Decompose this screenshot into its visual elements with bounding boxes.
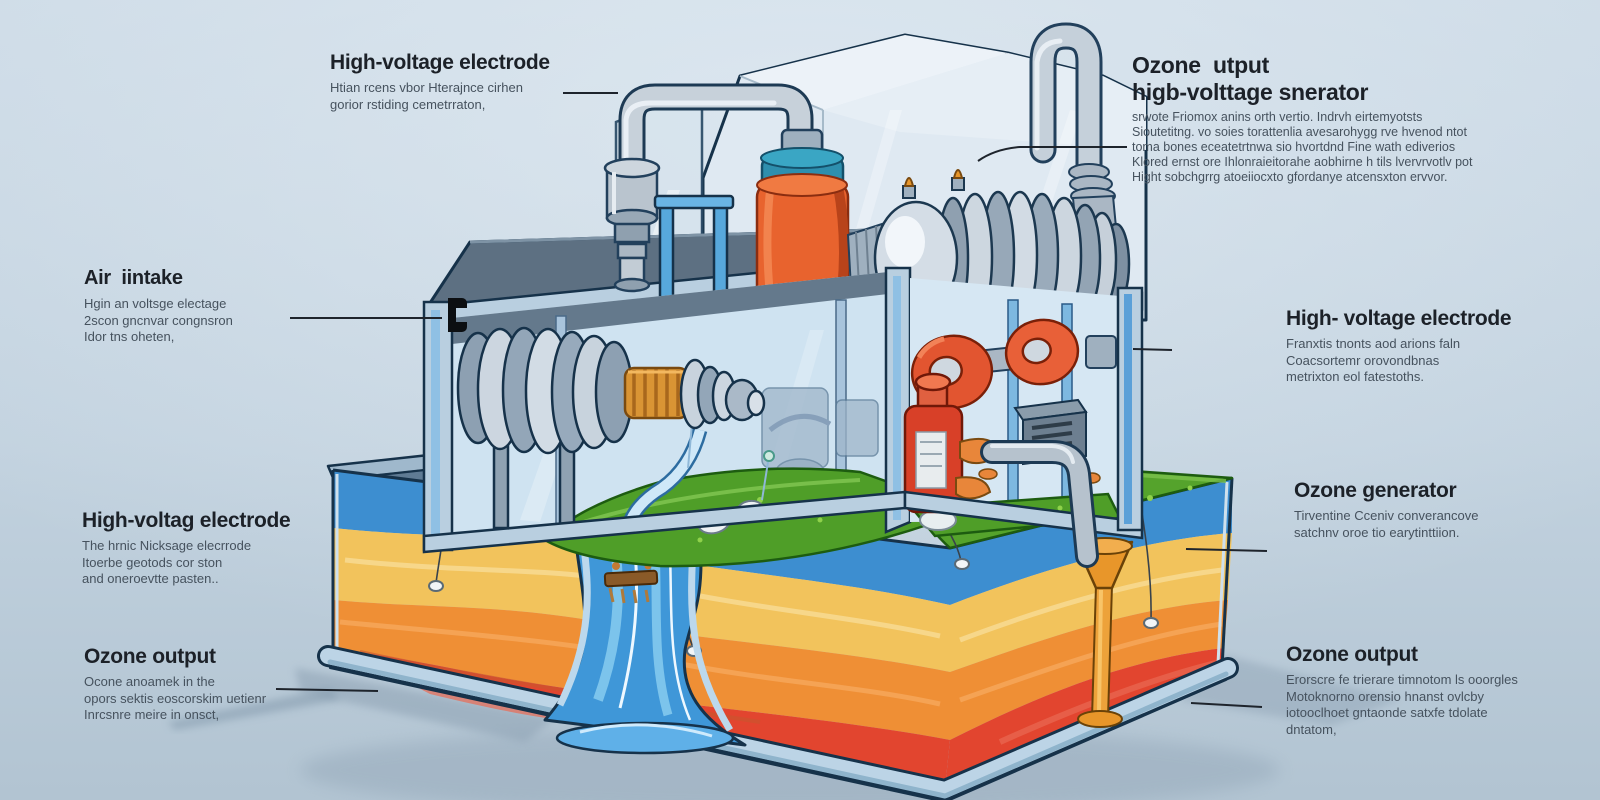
extinguisher-canister [903,372,1002,514]
label-title: Ozone generator [1294,479,1457,502]
cascade-debris [603,562,659,604]
label-body: The hrnic Nicksage elecrrode Itoerbe geo… [82,538,252,586]
machine-box [422,266,1144,568]
tank-foot-rim [317,645,1239,800]
label-body: Tirventine Cceniv converancove satchnv o… [1294,508,1479,540]
copper-coil [623,366,690,420]
leader-mid-right [1132,348,1173,351]
ozone-down-pipe [980,440,1099,568]
intake-pipe [618,83,814,194]
label-air-intake: Air iintake Hgin an voltsge electage 2sc… [84,266,344,346]
water-cascade [543,533,747,755]
label-high-voltag-electrode-left: High-voltag electrode The hrnic Nicksage… [82,508,372,588]
label-body: srwote Friomox anins orth vertio. Indrvh… [1132,110,1473,184]
label-title: High- voltage electrode [1286,307,1512,330]
ozone-funnel [1076,537,1134,728]
label-high-voltage-electrode-right: High- voltage electrode Franxtis tnonts … [1286,306,1586,386]
label-title: High-voltag electrode [82,509,291,532]
spark-plug [902,169,965,199]
label-title: Ozone utput higb-volttage snerator [1132,52,1369,105]
label-body: Ocone anoamek in the opors sektis eoscor… [84,674,267,722]
label-ozone-output-generator: Ozone utput higb-volttage snerator srwot… [1132,52,1582,185]
air-intake-port [448,298,467,332]
label-ozone-generator: Ozone generator Tirventine Cceniv conver… [1294,478,1574,541]
label-body: Erorscre fe trierare timnotom ls ooorgle… [1286,672,1518,737]
leader-top-right [977,146,1127,162]
label-title: Ozone output [84,645,216,668]
label-title: Ozone output [1286,643,1418,666]
label-title: High-voltage electrode [330,51,550,74]
electrode-nozzle [603,157,661,293]
leader-low-right [1185,548,1268,552]
label-body: Franxtis tnonts aod arions faln Coacsort… [1286,336,1461,384]
label-ozone-output-bottom-left: Ozone output Ocone anoamek in the opors … [84,644,364,724]
interior-machinery [761,387,879,486]
label-ozone-output-bottom-right: Ozone output Erorscre fe trierare timnot… [1286,642,1586,738]
transformer-disc-stack [456,326,766,534]
label-body: Hgin an voltsge electage 2scon gncnvar c… [84,296,233,344]
leader-bottom-right [1190,702,1263,708]
label-body: Htian rcens vbor Hterajnce cirhen gorior… [330,80,523,112]
leader-lines [275,92,1268,708]
layered-tank [317,452,1239,800]
leader-bottom-left [275,688,379,692]
label-title: Air iintake [84,267,183,289]
label-high-voltage-electrode-top: High-voltage electrode Htian rcens vbor … [330,50,630,113]
